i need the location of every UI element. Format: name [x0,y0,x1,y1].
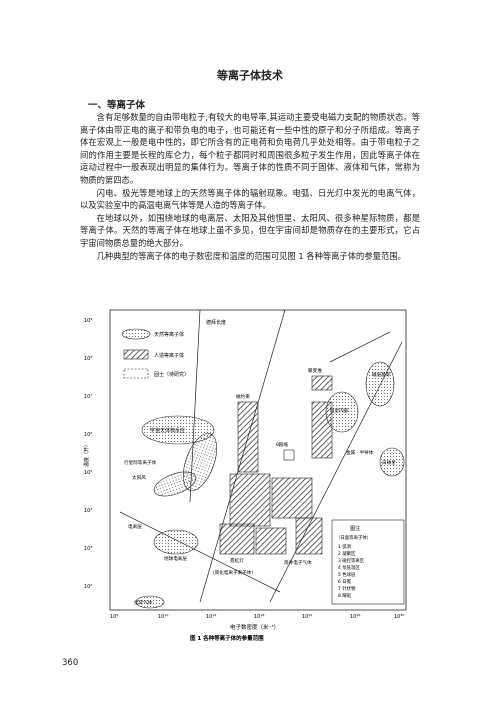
region-laser [311,401,333,459]
region-label: 磁约束 [236,393,250,400]
region-magnetosphere [365,361,395,407]
legend-swatch-natural [121,328,151,340]
page-number: 360 [62,658,79,668]
region-label: 宇宙天体核反应 [150,427,185,434]
region-fusion [311,375,333,391]
body-text: 含有足够数量的自由带电粒子,有较大的电导率,其运动主要受电磁力支配的物质状态。等… [80,111,420,262]
y-tick-label: 10⁴ [84,508,92,514]
x-axis-ticks: 10⁶ 10¹⁰ 10¹⁴ 10¹⁸ 10²² 10²⁶ 10³⁰ [110,614,404,620]
region-glow [229,473,271,527]
region-flame [219,523,255,555]
legend-swatch-research [123,368,149,379]
region-label: 白矮星 [382,459,396,466]
line-label: 金属 · 半导体 [346,449,374,456]
region-arc [271,477,313,519]
y-axis-ticks: 10⁹ 10⁸ 10⁷ 10⁶ 10⁵ 10⁴ 10³ 10² [84,318,92,590]
x-tick-label: 10⁶ [110,614,118,620]
y-tick-label: 10⁷ [84,394,92,400]
y-tick-label: 10⁶ [84,432,92,438]
y-axis-label: 温度（开） [83,442,90,467]
line [329,331,391,363]
region-solar-wind [153,471,197,497]
line [119,511,281,593]
y-tick-label: 10³ [84,546,92,552]
line-label: 地球电离层 [164,555,187,562]
y-tick-label: 10⁹ [84,318,92,324]
region-theta [283,449,295,461]
side-legend-subtitle: （日面等离子体） [336,534,371,541]
side-legend-item: 6 日冕 [338,579,352,585]
region-white-dwarf [379,447,405,477]
region-label: 聚变堆 [308,367,322,374]
paragraph: 在地球以外，如围绕地球的电离层、太阳及其他恒星、太阳风、很多种星际物质，都是等离… [80,212,420,248]
plot-frame [109,309,407,611]
paragraph: 闪电、极光等是地球上的天然等离子体的辐射现象。电弧、日光灯中发光的电离气体，以及… [80,187,420,211]
paragraph: 含有足够数量的自由带电粒子,有较大的电导率,其运动主要受电磁力支配的物质状态。等… [80,112,420,185]
side-legend-item: 4 氖低温区 [338,564,360,571]
paragraph: 几种典型的等离子体的电子数密度和温度的范围可见图 1 各种等离子体的参量范围。 [96,250,406,261]
y-tick-label: 10⁵ [84,470,92,476]
region-label: 星际气体 [134,599,153,606]
side-legend-item: 1 弧洞 [338,543,352,550]
line-label: （简化电离子离子体） [210,569,256,576]
line-label: 电离层 [128,523,142,530]
line-label: 行星际等离子体 [124,459,157,466]
side-legend-item: 7 针状物 [338,585,356,592]
region-ionosphere [153,529,199,555]
x-tick-label: 10²⁶ [350,614,360,620]
region-mhd [295,517,323,555]
figure-svg: 10⁹ 10⁸ 10⁷ 10⁶ 10⁵ 10⁴ 10³ 10² 温度（开） 10… [83,309,407,642]
side-legend-item: 5 色球层 [338,571,356,578]
plasma-parameter-figure: 10⁹ 10⁸ 10⁷ 10⁶ 10⁵ 10⁴ 10³ 10² 温度（开） 10… [80,302,420,644]
legend-swatch-artificial [123,349,149,360]
side-legend-item: 3 磁控等离区 [338,557,365,564]
region-earth [135,595,165,609]
region-label: 磁层星际 [372,371,391,378]
x-tick-label: 10¹⁸ [254,614,264,620]
region-tokamak [237,401,259,473]
y-tick-label: 10² [84,584,92,590]
x-tick-label: 10¹⁴ [206,614,216,620]
x-tick-label: 10²² [302,614,312,620]
artificial-regions [219,375,333,555]
x-tick-label: 10¹⁰ [158,614,168,620]
line-label: 简并电子气体 [284,559,312,566]
region-space [141,415,215,445]
region-label: θ箍缩 [276,441,288,448]
line-label: 太阳风 [132,474,146,481]
line-label: 德拜长度 [206,319,226,326]
side-legend-item: 8 耀斑 [338,592,352,599]
side-legend-item: 2 凝聚区 [338,550,356,557]
x-axis-label: 电子数密度（米⁻³） [230,623,279,631]
legend-label: 人造等离子体 [154,352,184,359]
section-heading: 一、等离子体 [88,100,146,111]
page-title: 等离子体技术 [217,69,283,82]
x-tick-label: 10³⁰ [394,614,404,620]
region-label: 恒星内部 [330,407,349,414]
legend-label: 固士（待研究） [154,371,189,378]
side-legend-title: 图注 [350,525,360,532]
region-shock [255,527,287,555]
legend-label: 天然等离子体 [154,331,184,338]
natural-regions [135,361,405,609]
side-legend-box [331,519,405,605]
legend: 天然等离子体 人造等离子体 固士（待研究） [121,328,189,379]
figure-caption: 图 1 各种等离子体的参量范围 [190,634,264,642]
y-tick-label: 10⁸ [84,356,92,362]
region-label: 霓虹灯 [230,557,244,564]
side-legend: 图注 （日面等离子体） 1 弧洞 2 凝聚区 3 磁控等离区 4 氖低温区 5 … [331,519,405,605]
